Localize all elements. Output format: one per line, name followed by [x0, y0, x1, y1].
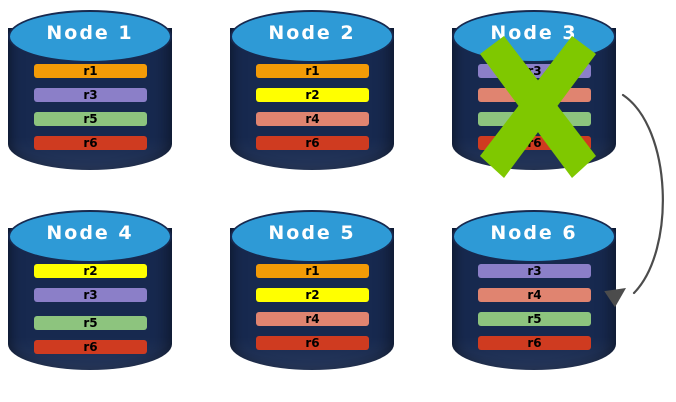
record-bar[interactable]: r4: [478, 88, 591, 102]
cylinder-top: [452, 210, 616, 263]
record-bar-list: r2 r3 r5 r6: [34, 264, 147, 354]
record-bar[interactable]: r5: [478, 112, 591, 126]
record-bar[interactable]: r1: [256, 264, 369, 278]
record-bar[interactable]: r4: [256, 112, 369, 126]
record-bar[interactable]: r6: [256, 336, 369, 350]
cylinder-top: [8, 210, 172, 263]
node-6[interactable]: Node 6 r3 r4 r5 r6: [446, 206, 622, 386]
record-bar[interactable]: r6: [478, 136, 591, 150]
record-bar-list: r3 r4 r5 r6: [478, 264, 591, 350]
record-bar[interactable]: r5: [34, 112, 147, 126]
record-bar[interactable]: r3: [34, 288, 147, 302]
record-bar[interactable]: r3: [478, 264, 591, 278]
cylinder-top: [230, 210, 394, 263]
record-bar[interactable]: r4: [478, 288, 591, 302]
node-5[interactable]: Node 5 r1 r2 r4 r6: [224, 206, 400, 386]
record-bar[interactable]: r6: [478, 336, 591, 350]
cylinder-top: [8, 10, 172, 63]
node-4[interactable]: Node 4 r2 r3 r5 r6: [2, 206, 178, 386]
record-bar[interactable]: r5: [34, 316, 147, 330]
record-bar[interactable]: r3: [34, 88, 147, 102]
cylinder-top: [452, 10, 616, 63]
record-bar-list: r1 r2 r4 r6: [256, 264, 369, 350]
node-3[interactable]: Node 3 r3 r4 r5 r6: [446, 6, 622, 186]
record-bar-list: r1 r3 r5 r6: [34, 64, 147, 150]
record-bar-list: r1 r2 r4 r6: [256, 64, 369, 150]
record-bar[interactable]: r1: [256, 64, 369, 78]
node-1[interactable]: Node 1 r1 r3 r5 r6: [2, 6, 178, 186]
record-bar[interactable]: r3: [478, 64, 591, 78]
record-bar-list: r3 r4 r5 r6: [478, 64, 591, 150]
record-bar[interactable]: r1: [34, 64, 147, 78]
cylinder-top: [230, 10, 394, 63]
record-bar[interactable]: r5: [478, 312, 591, 326]
record-bar[interactable]: r6: [34, 136, 147, 150]
record-bar[interactable]: r6: [256, 136, 369, 150]
record-bar[interactable]: r2: [256, 288, 369, 302]
record-bar[interactable]: r4: [256, 312, 369, 326]
record-bar[interactable]: r2: [34, 264, 147, 278]
record-bar[interactable]: r6: [34, 340, 147, 354]
record-bar[interactable]: r2: [256, 88, 369, 102]
node-2[interactable]: Node 2 r1 r2 r4 r6: [224, 6, 400, 186]
